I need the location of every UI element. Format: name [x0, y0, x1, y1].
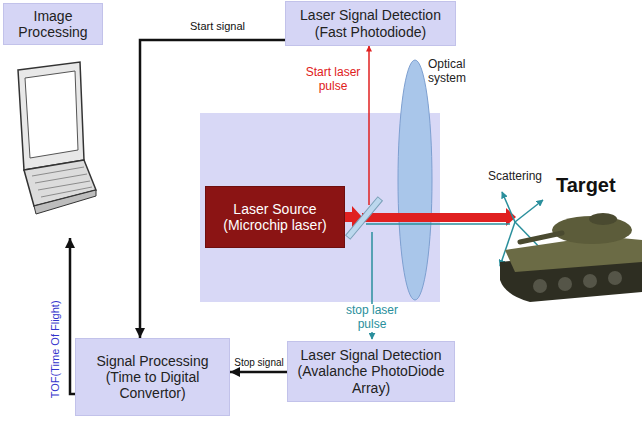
laser-beam [362, 213, 507, 222]
return-beam [366, 223, 510, 225]
box-label: Signal Processing (Time to Digital Conve… [82, 353, 223, 401]
lens [398, 60, 432, 300]
image-processing-box: Image Processing [3, 3, 103, 238]
box-label: Laser Signal Detection (Avalanche PhotoD… [294, 347, 448, 395]
beam-splitter [346, 197, 383, 239]
pulse-label: Start laser pulse [300, 66, 366, 94]
start-pulse-line [368, 46, 370, 205]
signal-processing-box: Signal Processing (Time to Digital Conve… [75, 338, 230, 416]
laser-source-box: Laser Source (Microchip laser) [205, 186, 345, 248]
tank-illustration [500, 213, 642, 302]
pulse-label: stop laser pulse [334, 304, 410, 332]
scatter-label: Scattering [488, 170, 558, 184]
detector-box: Laser Signal Detection (Fast Photodiode) [285, 1, 456, 46]
lens-label: Optical system [428, 58, 486, 86]
target-label: Target [556, 174, 636, 197]
box-label: Image Processing [3, 3, 103, 45]
signal-connector [230, 371, 287, 374]
box-label: Laser Source (Microchip laser) [212, 201, 338, 233]
signal-label: Start signal [190, 20, 270, 33]
signal-label: Stop signal [233, 357, 285, 369]
detector-array-box: Laser Signal Detection (Avalanche PhotoD… [287, 341, 455, 402]
laptop-illustration [18, 62, 96, 214]
signal-label: TOF(Time Of Flight) [49, 289, 62, 409]
box-label: Laser Signal Detection (Fast Photodiode) [292, 7, 449, 39]
